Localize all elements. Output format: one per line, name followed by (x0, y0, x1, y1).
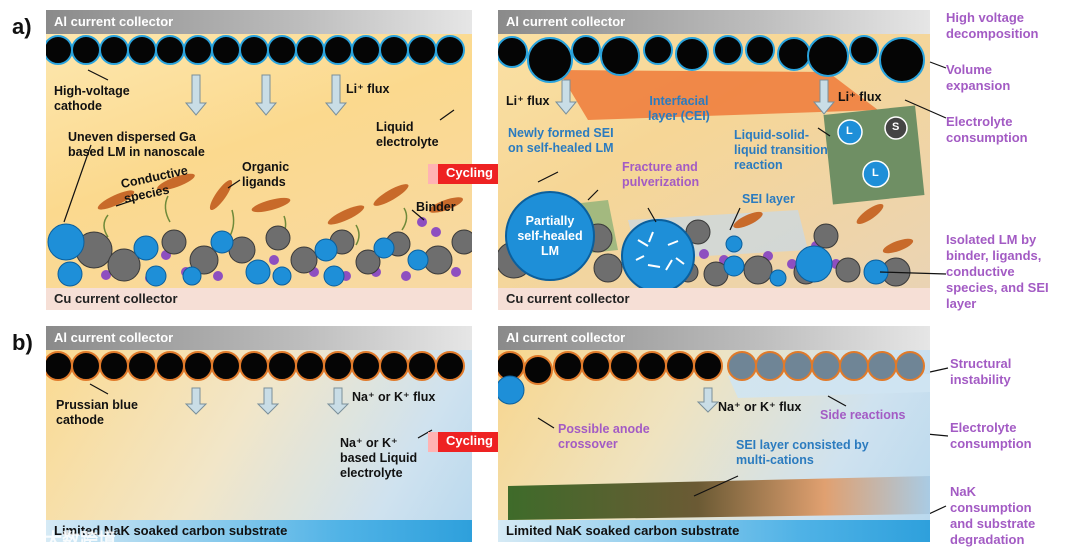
al-collector-b-left: Al current collector (46, 326, 472, 350)
na-k-flux-arrows (184, 387, 350, 415)
panel-b-right: Al current collector Na⁺ or K⁺ flux Poss… (498, 326, 930, 542)
substrate-b-right: Limited NaK soaked carbon substrate (498, 520, 930, 542)
panel-a-left: Al current collector High-voltage cathod… (46, 10, 472, 310)
organic-ligands (97, 173, 464, 225)
liquid-metal-right (723, 235, 889, 287)
al-collector-a-right: Al current collector (498, 10, 930, 34)
crossover-droplet (498, 375, 525, 405)
cu-collector-a-right: Cu current collector (498, 288, 930, 310)
note-high-voltage: High voltage decomposition (946, 10, 1039, 41)
label-partially-self-healed: Partially self-healed LM (517, 214, 583, 258)
pb-particles-right (498, 351, 723, 385)
label-uneven-ga: Uneven dispersed Ga based LM in nanoscal… (68, 130, 205, 159)
note-structural-instability: Structural instability (950, 356, 1012, 387)
cycling-label-b: Cycling (446, 433, 493, 448)
li-flux-arrows-right (554, 79, 836, 115)
note-isolated-lm: Isolated LM by binder, ligands, conducti… (946, 232, 1049, 311)
watermark: 大数跨境 (44, 530, 116, 550)
label-sei-layer-a: SEI layer (742, 192, 795, 206)
label-li-flux-a-right-right: Li⁺ flux (838, 90, 882, 104)
li-flux-arrows (184, 74, 348, 116)
label-crossover: Possible anode crossover (558, 422, 650, 451)
prussian-blue-particles (46, 351, 465, 381)
label-flux-b-right: Na⁺ or K⁺ flux (718, 400, 802, 414)
label-prussian-blue: Prussian blue cathode (56, 398, 138, 427)
liquid-metal-particles (47, 223, 429, 287)
lsl-inset (823, 105, 925, 205)
pointer-lines-b-left (89, 383, 433, 439)
al-collector-a-left: Al current collector (46, 10, 472, 34)
panel-a-right-art (498, 35, 925, 293)
cycling-label-a: Cycling (446, 165, 493, 180)
panel-a-left-art (46, 35, 472, 287)
panel-b-right-art (498, 351, 930, 532)
cathode-particles-a-left (46, 35, 465, 65)
degraded-particles-right (727, 351, 925, 381)
panel-b-left: Al current collector Prussian blue catho… (46, 326, 472, 542)
label-fracture: Fracture and pulverization (622, 160, 700, 189)
label-interfacial-layer: Interfacial layer (CEI) (648, 94, 710, 123)
label-newly-formed-sei: Newly formed SEI on self-healed LM (508, 126, 614, 155)
pointer-lines-a-right (537, 127, 831, 231)
inset-s-circle (884, 116, 908, 140)
inset-label-s: S (892, 121, 900, 133)
ligands-right (733, 203, 914, 254)
substrate-b-left: Limited NaK soaked carbon substrate (46, 520, 472, 542)
pointer-lines-a-left (63, 69, 455, 223)
cu-collector-a-left: Cu current collector (46, 288, 472, 310)
inset-l1-circle (837, 119, 863, 145)
self-healed-lm-particle (505, 191, 595, 281)
pointer-lines-b-right (537, 395, 847, 497)
panel-a-letter: a) (12, 14, 32, 39)
label-lsl-transition: Liquid-solid- liquid transition reaction (734, 128, 828, 172)
panel-a-right: Al current collector Li⁺ flux Li⁺ flux I… (498, 10, 930, 310)
panel-b-left-art (46, 351, 465, 439)
note-nak-consumption: NaK consumption and substrate degradatio… (950, 484, 1036, 547)
note-electrolyte-a: Electrolyte consumption (946, 114, 1028, 145)
sei-multi-cation-layer (508, 476, 930, 520)
label-electrolyte-b: Na⁺ or K⁺ based Liquid electrolyte (340, 436, 418, 480)
label-organic-ligands: Organic ligands (242, 160, 290, 189)
inset-l2-circle (862, 160, 890, 188)
label-binder: Binder (416, 200, 456, 214)
ligand-tails (103, 195, 408, 246)
label-high-voltage-cathode: High-voltage cathode (54, 84, 130, 113)
label-flux-b-left: Na⁺ or K⁺ flux (352, 390, 436, 404)
panel-b-letter: b) (12, 330, 33, 355)
cathode-particles-a-right (498, 35, 925, 83)
al-collector-b-right: Al current collector (498, 326, 930, 350)
label-liquid-electrolyte: Liquid electrolyte (376, 120, 439, 149)
inset-label-l2: L (872, 167, 879, 179)
flux-arrow-b-right (696, 387, 720, 413)
label-li-flux-a-left: Li⁺ flux (346, 82, 390, 96)
cei-layer (558, 70, 878, 120)
inset-label-l1: L (846, 125, 853, 137)
note-electrolyte-b: Electrolyte consumption (950, 420, 1032, 451)
label-side-reactions: Side reactions (820, 408, 906, 422)
pulverized-particle (621, 219, 695, 293)
note-volume-expansion: Volume expansion (946, 62, 1011, 93)
label-sei-multi-cations: SEI layer consisted by multi-cations (736, 438, 869, 467)
label-li-flux-a-right-left: Li⁺ flux (506, 94, 550, 108)
